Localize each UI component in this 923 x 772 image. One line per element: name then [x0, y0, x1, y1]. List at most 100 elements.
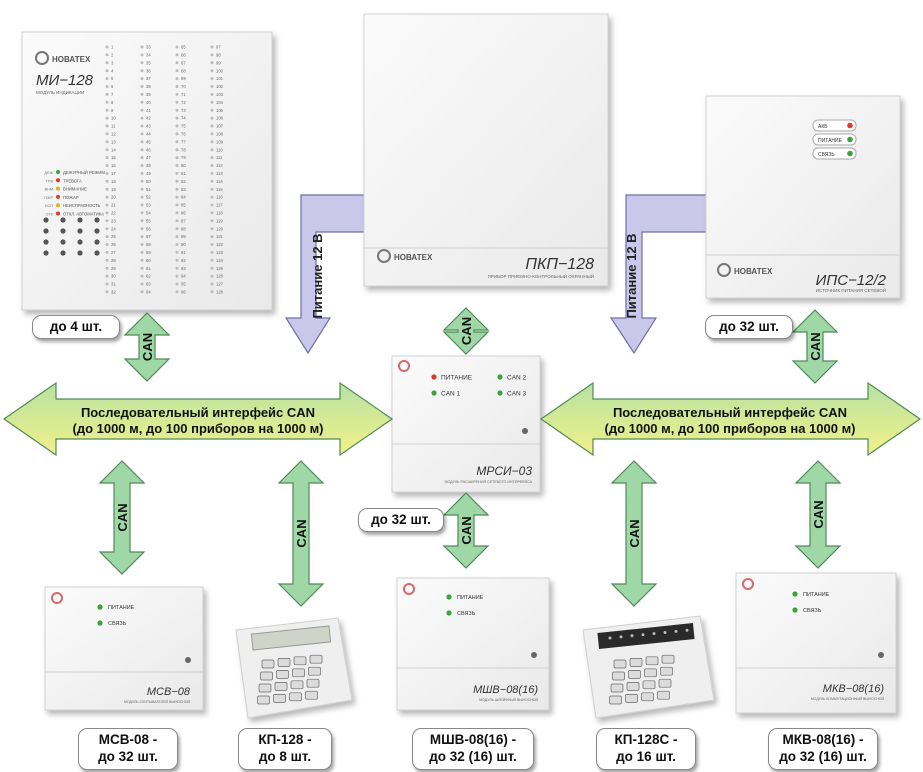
mi128-title: МИ−128 — [36, 72, 94, 89]
kp128c-key[interactable] — [642, 680, 656, 690]
mi128-key[interactable] — [94, 228, 100, 234]
zone-led-icon — [175, 266, 179, 270]
mi128-zone-number: 80 — [181, 163, 186, 168]
mi128-zone-number: 96 — [181, 290, 186, 295]
zone-led-icon — [175, 243, 179, 246]
mi128-zone-number: 82 — [181, 179, 186, 184]
mi128-key[interactable] — [94, 250, 100, 256]
mi128-zone-number: 106 — [216, 116, 224, 121]
mi128-key[interactable] — [43, 250, 49, 256]
kp128c-key[interactable] — [641, 692, 654, 702]
kp128c-key[interactable] — [660, 666, 673, 676]
mrsi-count: до 32 шт. — [371, 512, 431, 527]
kp128c-key[interactable] — [629, 658, 643, 667]
kp128c-key[interactable] — [657, 690, 670, 700]
msv-led-icon — [97, 604, 103, 610]
mi128-zone-number: 19 — [111, 187, 116, 192]
mi128-zone-number: 94 — [181, 274, 186, 279]
kp128c-key[interactable] — [658, 678, 672, 688]
zone-led-icon — [175, 85, 179, 88]
can-label: CAN — [294, 519, 309, 547]
kp128-key[interactable] — [274, 682, 288, 691]
zone-led-icon — [175, 171, 179, 175]
zone-led-icon — [175, 53, 179, 57]
ips-led-icon — [847, 136, 853, 143]
zone-led-icon — [140, 258, 144, 262]
zone-led-icon — [175, 195, 179, 199]
mi128-key[interactable] — [94, 217, 100, 223]
mi128-zone-number: 5 — [111, 76, 114, 81]
zone-led-icon — [140, 203, 144, 207]
ips-subtitle: ИСТОЧНИК ПИТАНИЯ СЕТЕВОЙ — [816, 286, 886, 293]
kp128-key[interactable] — [290, 680, 304, 690]
mi128-zone-number: 58 — [146, 242, 151, 247]
zone-led-icon — [105, 227, 109, 231]
kp128-key[interactable] — [260, 671, 273, 681]
mi128-mode-label: НЕИСПРАВНОСТЬ — [63, 203, 101, 208]
kp128-key[interactable] — [306, 678, 320, 688]
can-arrow-shape — [442, 307, 490, 355]
mi128-zone-number: 85 — [181, 203, 186, 208]
kp128c-key[interactable] — [610, 683, 624, 693]
kp128-key[interactable] — [308, 666, 321, 676]
kp128-key[interactable] — [309, 654, 323, 664]
mi128-key[interactable] — [94, 239, 100, 245]
zone-led-icon — [175, 69, 179, 73]
zone-led-icon — [140, 85, 144, 88]
can-label: CAN — [627, 519, 642, 547]
kp128c-key[interactable] — [613, 659, 627, 669]
can-arrow-shape — [98, 460, 146, 575]
mi128-key[interactable] — [77, 250, 83, 256]
mi128-mode-label: ТРЕВОГА — [63, 178, 82, 183]
zone-led-icon — [175, 227, 179, 231]
kp128-key[interactable] — [276, 670, 289, 679]
mi128-zone-number: 99 — [216, 60, 221, 65]
kp128-key[interactable] — [289, 692, 302, 702]
kp128c-key[interactable] — [626, 682, 640, 691]
mi128-key[interactable] — [60, 217, 66, 223]
kp128-key[interactable] — [305, 690, 318, 700]
mi128-key[interactable] — [43, 217, 49, 223]
mi128-key[interactable] — [60, 250, 66, 256]
mkv-screw-icon — [878, 652, 884, 658]
zone-led-icon — [175, 203, 179, 207]
kp128c-key[interactable] — [645, 656, 659, 666]
can-arrow: CAN — [123, 312, 171, 382]
kp128c-key[interactable] — [644, 668, 657, 678]
kp128c-key[interactable] — [661, 654, 675, 664]
zone-led-icon — [175, 187, 179, 191]
mi128-zone-number: 81 — [181, 171, 186, 176]
kp128c-key[interactable] — [609, 695, 622, 705]
kp128-key[interactable] — [292, 668, 305, 678]
mi128-key[interactable] — [77, 239, 83, 245]
zone-led-icon — [140, 61, 144, 65]
kp128-key[interactable] — [293, 656, 307, 666]
kp128-key[interactable] — [277, 658, 291, 667]
kp128c-key[interactable] — [612, 671, 625, 681]
mi128-key[interactable] — [60, 239, 66, 245]
mi128-zone-number: 45 — [146, 139, 151, 144]
kp128-key[interactable] — [257, 695, 270, 705]
mrsi-screw-icon — [522, 428, 528, 434]
mi128-zone-number: 105 — [216, 108, 224, 113]
mi128-zone-number: 15 — [111, 155, 116, 160]
mi128-key[interactable] — [43, 239, 49, 245]
kp128c-key[interactable] — [625, 694, 638, 703]
kp128-key[interactable] — [261, 659, 275, 669]
kp128c-key[interactable] — [628, 670, 641, 679]
zone-led-icon — [140, 282, 144, 286]
mi128-zone-number: 24 — [111, 226, 116, 231]
zone-led-icon — [175, 108, 179, 112]
zone-led-icon — [210, 219, 214, 223]
mi128-key[interactable] — [60, 228, 66, 234]
msv-title: МСВ−08 — [147, 686, 191, 698]
kp128-key[interactable] — [258, 683, 272, 693]
mi128-key[interactable] — [43, 228, 49, 234]
kp128-key[interactable] — [273, 694, 286, 703]
can-arrow-shape — [277, 460, 325, 607]
mi128-key[interactable] — [77, 228, 83, 234]
mi128-key[interactable] — [77, 217, 83, 223]
mi128-zone-number: 53 — [146, 203, 151, 208]
